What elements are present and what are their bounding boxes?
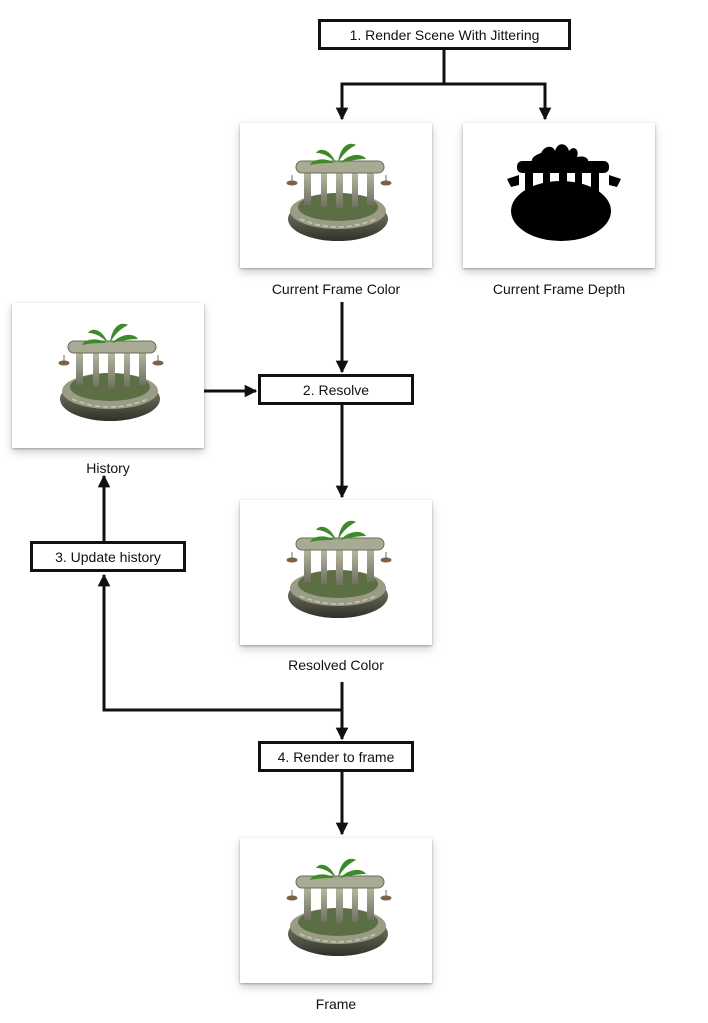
history-image <box>12 303 204 448</box>
gazebo-render-icon <box>286 858 392 957</box>
step-update-history: 3. Update history <box>30 541 186 572</box>
caption-frame: Frame <box>315 996 357 1012</box>
gazebo-render-icon <box>286 520 392 619</box>
step-resolve: 2. Resolve <box>258 374 414 405</box>
caption-current-frame-depth: Current Frame Depth <box>492 281 626 297</box>
caption-current-frame-color: Current Frame Color <box>271 281 401 297</box>
gazebo-depth-silhouette-icon <box>507 144 621 241</box>
gazebo-render-icon <box>286 143 392 242</box>
arrow-to-update-history <box>97 573 342 712</box>
arrow-render-to-depth <box>444 82 552 121</box>
arrow-render-to-color <box>335 50 446 121</box>
step-render-scene: 1. Render Scene With Jittering <box>318 19 571 50</box>
current-frame-color-image <box>240 123 432 268</box>
current-frame-depth-image <box>463 123 655 268</box>
caption-resolved-color: Resolved Color <box>288 657 384 673</box>
step-render-to-frame: 4. Render to frame <box>258 741 414 772</box>
resolved-color-image <box>240 500 432 645</box>
caption-history: History <box>86 460 130 476</box>
gazebo-render-icon <box>58 323 164 422</box>
frame-image <box>240 838 432 983</box>
